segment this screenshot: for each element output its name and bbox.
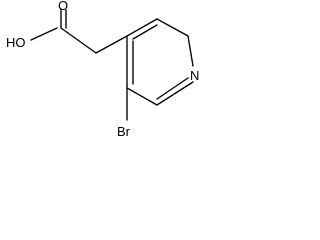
bond-c6-n	[187, 35, 194, 67]
structure-canvas: HO O N Br	[0, 0, 206, 154]
bond-ch2-ring	[95, 35, 128, 54]
bond-c2-c3	[126, 87, 158, 106]
bond-n-c2-double	[156, 77, 189, 100]
carbonyl-oxygen-label: O	[58, 0, 68, 13]
bond-c4-c5	[126, 18, 158, 37]
ring-nitrogen-label: N	[190, 68, 199, 83]
bromine-label: Br	[117, 124, 131, 139]
bond-ho-c	[30, 27, 58, 41]
bond-c5-c6	[156, 18, 189, 37]
bond-c-ch2	[60, 27, 97, 54]
molecule-structure: HO O N Br	[6, 0, 199, 139]
bond-c4-c5-double	[132, 24, 158, 40]
bond-n-c2	[156, 81, 194, 106]
hydroxyl-label: HO	[6, 35, 26, 50]
